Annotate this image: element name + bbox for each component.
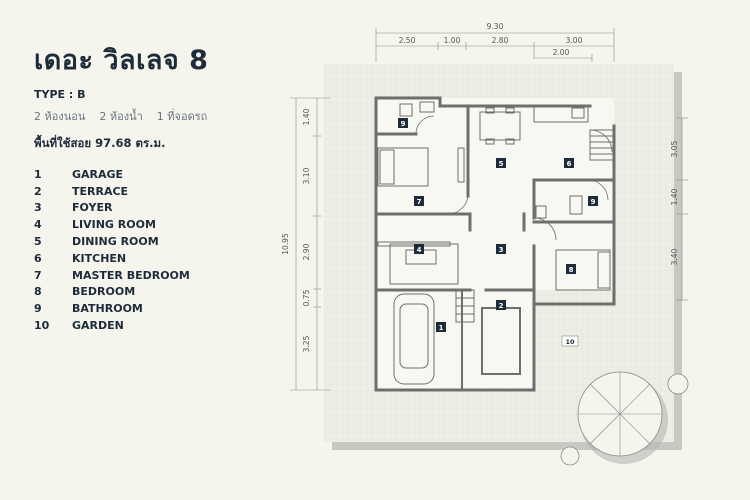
foyer-steps [455, 289, 475, 323]
dim-total-height: 10.95 [281, 233, 290, 255]
tag-garage: 1 [439, 324, 444, 332]
legend-num: 10 [34, 319, 50, 333]
legend-name: DINING ROOM [72, 235, 159, 249]
legend-item: 10 GARDEN [34, 317, 294, 334]
tag-dining: 5 [499, 160, 504, 168]
legend-name: BATHROOM [72, 302, 143, 316]
dim-left: 3.10 [302, 167, 311, 184]
legend-name: LIVING ROOM [72, 218, 156, 232]
tag-terrace: 2 [499, 302, 504, 310]
legend-item: 7 MASTER BEDROOM [34, 267, 294, 284]
tree-large [577, 371, 668, 464]
legend-item: 2 TERRACE [34, 183, 294, 200]
parking-count: 1 ที่จอดรถ [156, 110, 208, 123]
shrub [560, 446, 580, 466]
dim-left: 1.40 [302, 108, 311, 125]
dimension-labels: 9.30 2.50 1.00 2.80 3.00 2.00 10.95 1.40… [281, 22, 679, 352]
legend-item: 1 GARAGE [34, 166, 294, 183]
dim-top: 2.80 [492, 36, 509, 45]
type-label: TYPE : B [34, 88, 86, 101]
legend-item: 4 LIVING ROOM [34, 216, 294, 233]
tag-foyer: 3 [499, 246, 504, 254]
terrace-outline [461, 290, 521, 390]
tag-bath-right: 9 [591, 198, 596, 206]
dim-top: 2.50 [399, 36, 416, 45]
dim-left: 2.90 [302, 243, 311, 260]
legend-num: 6 [34, 251, 42, 265]
legend-num: 4 [34, 218, 42, 232]
dim-top-inner: 2.00 [553, 48, 570, 57]
legend-item: 5 DINING ROOM [34, 233, 294, 250]
legend-name: FOYER [72, 201, 113, 215]
legend-num: 9 [34, 302, 42, 316]
door-swings [415, 115, 613, 241]
tag-kitchen: 6 [567, 160, 572, 168]
dim-right: 3.05 [670, 140, 679, 157]
legend-name: KITCHEN [72, 251, 127, 265]
legend-name: GARAGE [72, 167, 124, 181]
shrub [667, 373, 689, 395]
room-tags: 1 2 3 4 5 6 7 8 9 9 10 [398, 118, 598, 347]
tag-living: 4 [417, 246, 422, 254]
tag-garden: 10 [565, 338, 575, 346]
tag-bath-top: 9 [401, 120, 406, 128]
tag-master: 7 [417, 198, 422, 206]
legend-num: 3 [34, 201, 42, 215]
room-floors [376, 98, 614, 390]
legend-item: 9 BATHROOM [34, 300, 294, 317]
room-legend: 1 GARAGE 2 TERRACE 3 FOYER 4 LIVING ROOM 5 DI… [34, 166, 294, 334]
project-title: เดอะ วิลเลจ 8 [34, 45, 209, 76]
bedrooms-count: 2 ห้องนอน [34, 110, 86, 123]
legend-name: TERRACE [72, 184, 129, 198]
legend-num: 7 [34, 268, 42, 282]
usable-area: พื้นที่ใช้สอย 97.68 ตร.ม. [34, 136, 166, 150]
legend-item: 3 FOYER [34, 200, 294, 217]
dim-left: 0.75 [302, 289, 311, 306]
dimension-lines [290, 28, 688, 391]
dim-left: 3.25 [302, 335, 311, 352]
legend-num: 8 [34, 285, 42, 299]
legend-name: GARDEN [72, 319, 124, 333]
rooms-summary: 2 ห้องนอน 2 ห้องน้ำ 1 ที่จอดรถ [34, 107, 294, 125]
legend-item: 6 KITCHEN [34, 250, 294, 267]
legend-num: 2 [34, 184, 42, 198]
dim-top: 3.00 [566, 36, 583, 45]
dim-top: 1.00 [444, 36, 461, 45]
tag-bedroom: 8 [569, 266, 574, 274]
bathrooms-count: 2 ห้องน้ำ [99, 110, 143, 123]
legend-item: 8 BEDROOM [34, 284, 294, 301]
info-panel: เดอะ วิลเลจ 8 TYPE : B 2 ห้องนอน 2 ห้องน… [34, 44, 294, 334]
legend-num: 5 [34, 235, 42, 249]
legend-name: MASTER BEDROOM [72, 268, 190, 282]
legend-num: 1 [34, 167, 42, 181]
dim-right: 1.40 [670, 188, 679, 205]
dim-right: 3.40 [670, 248, 679, 265]
dim-total-width: 9.30 [487, 22, 504, 31]
legend-name: BEDROOM [72, 285, 136, 299]
